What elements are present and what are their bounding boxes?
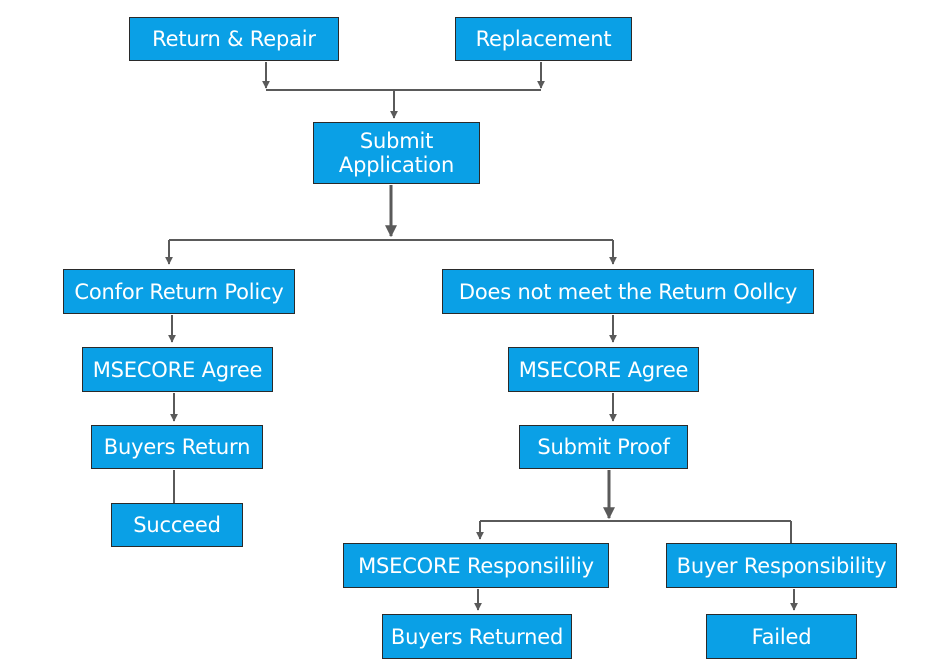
msecore-agree-left-node: MSECORE Agree: [82, 347, 273, 392]
buyers-return-node: Buyers Return: [91, 425, 263, 469]
submit-proof-node: Submit Proof: [519, 425, 688, 469]
succeed-node: Succeed: [111, 503, 243, 547]
msecore-responsibility-node: MSECORE Responsililiy: [343, 543, 609, 588]
failed-node: Failed: [706, 614, 857, 659]
replacement-node: Replacement: [455, 17, 632, 61]
return-repair-node: Return & Repair: [129, 17, 339, 61]
msecore-agree-right-node: MSECORE Agree: [508, 347, 699, 392]
buyer-responsibility-node: Buyer Responsibility: [666, 543, 897, 588]
conform-return-policy-node: Confor Return Policy: [63, 269, 295, 314]
not-meet-return-policy-node: Does not meet the Return Oollcy: [442, 269, 814, 314]
submit-application-node: Submit Application: [313, 122, 480, 184]
buyers-returned-node: Buyers Returned: [382, 614, 572, 659]
